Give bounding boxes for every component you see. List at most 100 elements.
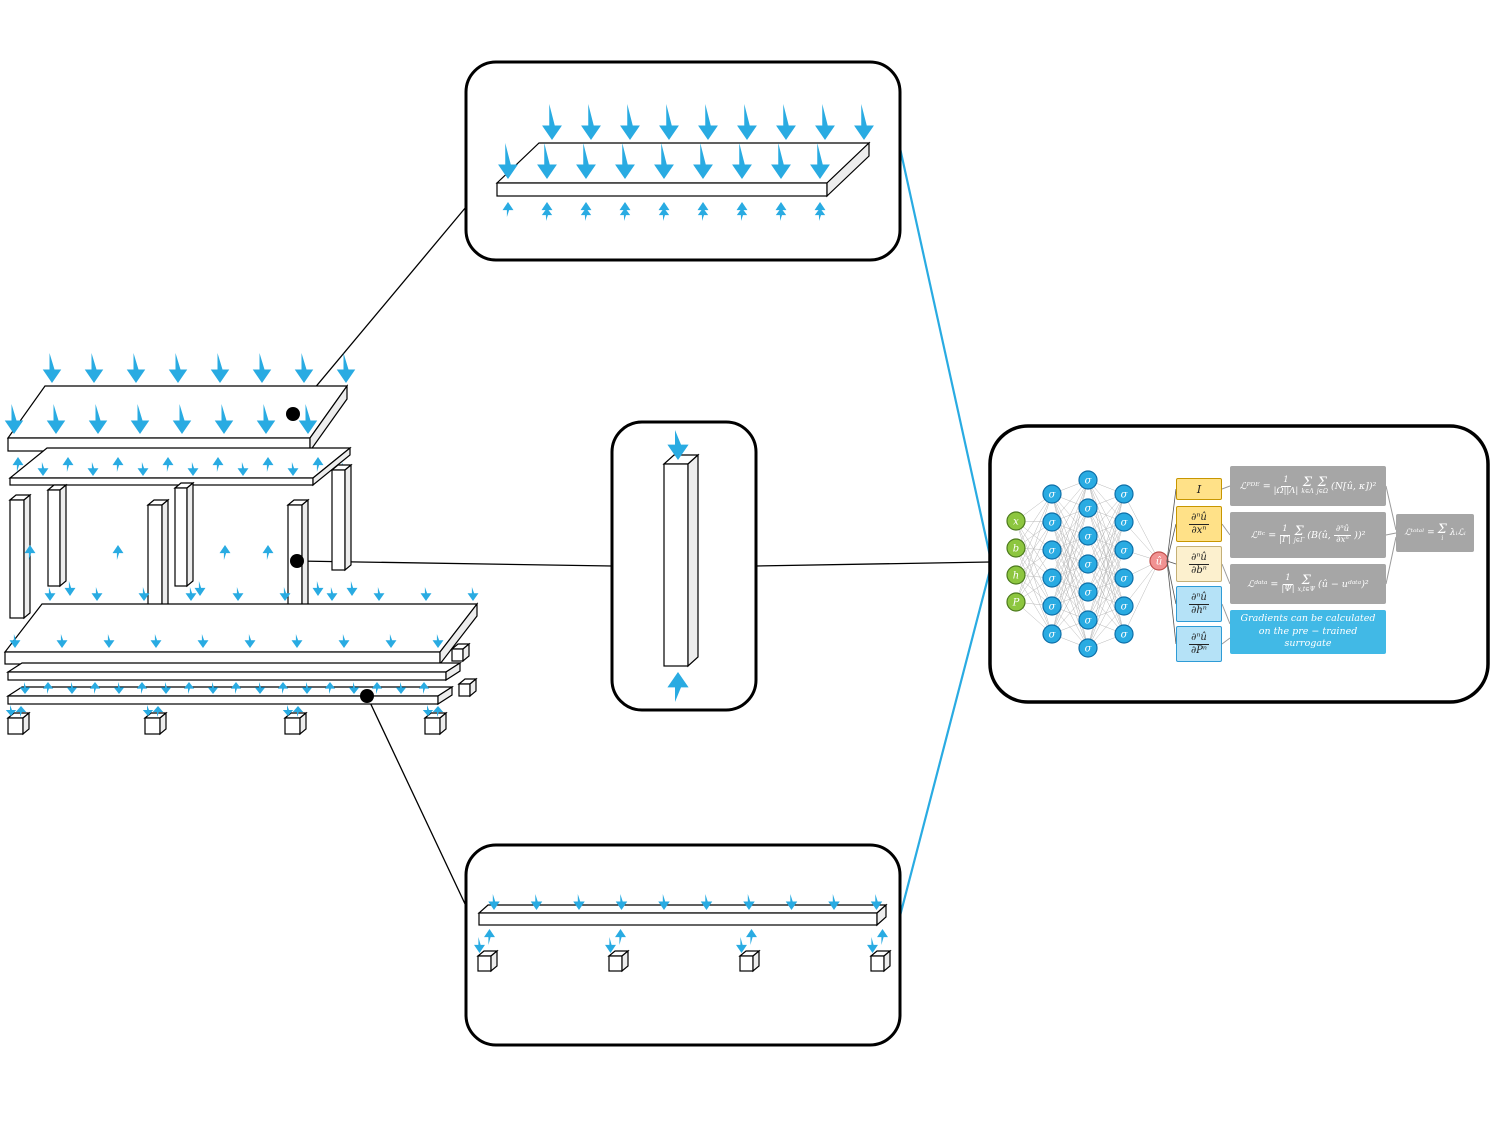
nn-input-node-label: x (1013, 517, 1019, 528)
column-side-face (462, 642, 470, 663)
load-arrow-down (37, 462, 49, 476)
nn-hidden-node-circle (1042, 596, 1062, 616)
load-arrow-down (279, 587, 291, 601)
load-arrow-down (870, 894, 883, 910)
nn-edge (1015, 520, 1053, 579)
nn-hidden-node-label: σ (1085, 560, 1093, 571)
load-arrow-down (150, 634, 162, 648)
load-arrow-down (87, 462, 99, 476)
nn-input-node: b (1006, 538, 1026, 558)
fan-line (1166, 560, 1177, 565)
load-arrow-down (346, 581, 358, 596)
load-arrow-down (44, 587, 56, 601)
callout-column-content (662, 430, 700, 702)
load-arrow-down (693, 143, 713, 179)
link-line-beam-to-model (898, 569, 992, 917)
column-side-face (439, 711, 447, 736)
load-arrow-up (12, 457, 24, 472)
nn-hidden-node-label: σ (1049, 518, 1057, 529)
load-arrow-down (5, 705, 17, 716)
load-arrow-up (667, 672, 689, 702)
load-arrow-down (172, 404, 192, 434)
column-side-face (621, 949, 629, 973)
nn-hidden-node-label: σ (1085, 644, 1093, 655)
nn-input-node-label: P (1012, 598, 1020, 609)
connector-line (1221, 603, 1231, 625)
nn-edge (1015, 493, 1053, 549)
load-arrow-up (262, 457, 274, 472)
nn-hidden-node-circle (1114, 484, 1134, 504)
nn-input-node-circle (1006, 511, 1026, 531)
nn-hidden-node: σ (1042, 596, 1062, 616)
nn-input-node-circle (1006, 592, 1026, 612)
load-arrow-down (615, 143, 635, 179)
column-side-face (22, 711, 30, 736)
load-arrow-up (746, 929, 757, 945)
load-arrow-up (814, 208, 826, 221)
nn-input-node-circle (1006, 565, 1026, 585)
nn-edge (1123, 560, 1160, 635)
column-side-face (469, 677, 477, 698)
column-front-face (147, 504, 163, 620)
nn-hidden-node-circle (1078, 554, 1098, 574)
nn-hidden-node: σ (1114, 624, 1134, 644)
column-front-face (739, 955, 754, 972)
load-arrow-up (89, 682, 101, 694)
nn-hidden-node-label: σ (1121, 490, 1129, 501)
nn-input-node-label: h (1013, 571, 1019, 582)
nn-edge (1123, 493, 1160, 562)
connector-line (1221, 637, 1231, 645)
nn-hidden-node: σ (1078, 498, 1098, 518)
load-arrow-up (697, 208, 709, 221)
nn-hidden-node: σ (1114, 596, 1134, 616)
load-arrow-down (142, 705, 154, 716)
loss-connectors (1221, 485, 1397, 645)
load-arrow-down (659, 104, 679, 140)
load-arrow-down (91, 587, 103, 601)
nn-input-node-circle (1006, 538, 1026, 558)
load-arrow-up (615, 929, 626, 945)
slab-side-face (312, 446, 351, 487)
callout-anchor-dot (290, 554, 304, 568)
load-arrow-down (126, 353, 146, 383)
callout-beam-box (464, 843, 902, 1047)
load-arrow-down (700, 894, 713, 910)
load-arrow-down (130, 404, 150, 434)
load-arrow-up (42, 682, 54, 694)
load-arrow-down (252, 353, 272, 383)
nn-edge (1051, 563, 1089, 635)
nn-hidden-node: σ (1078, 582, 1098, 602)
load-arrow-down (605, 937, 616, 953)
column-side-face (299, 711, 307, 736)
load-arrow-up (112, 545, 124, 560)
nn-hidden-node-circle (1042, 568, 1062, 588)
load-arrow-down (137, 462, 149, 476)
column-front-face (47, 489, 61, 587)
column-side-face (344, 463, 352, 572)
nn-hidden-node-circle (1114, 540, 1134, 560)
connector-line (1385, 485, 1397, 531)
nn-hidden-node-circle (1114, 624, 1134, 644)
column-side-face (161, 498, 169, 621)
connector-line (1221, 485, 1231, 490)
slab-front-face (9, 477, 314, 486)
support-block (143, 711, 168, 736)
slab-side-face (876, 903, 887, 927)
slab-top-face (495, 142, 871, 184)
column-side-face (23, 493, 31, 620)
nn-hidden-node-circle (1114, 568, 1134, 588)
load-arrow-down (373, 587, 385, 601)
column-front-face (477, 955, 492, 972)
load-arrow-up (292, 706, 304, 717)
nn-input-node: P (1006, 592, 1026, 612)
load-arrow-down (160, 682, 172, 694)
load-arrow-up (24, 545, 36, 560)
nn-hidden-node-label: σ (1085, 616, 1093, 627)
nn-hidden-node-label: σ (1085, 532, 1093, 543)
load-arrow-down (66, 682, 78, 694)
load-arrow-down (776, 104, 796, 140)
column-specimen (662, 453, 700, 668)
load-arrow-up (580, 208, 592, 221)
